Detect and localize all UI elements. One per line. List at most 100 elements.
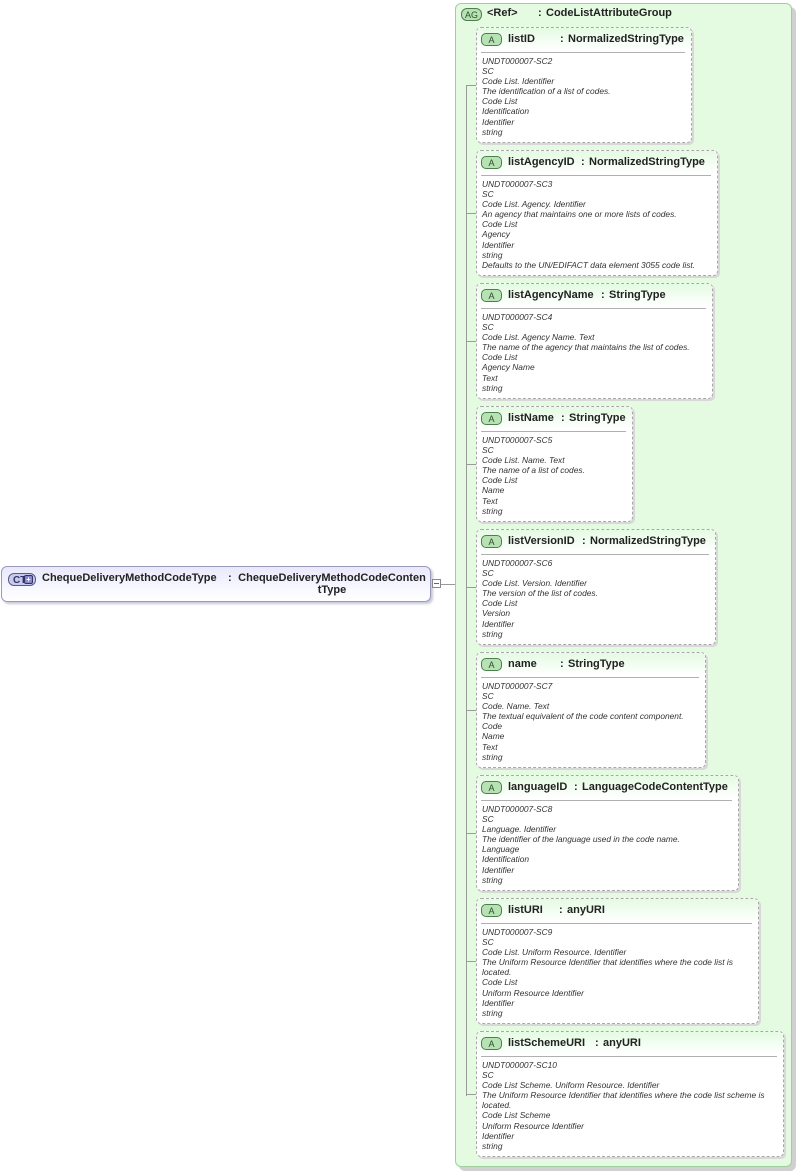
attribute-type: NormalizedStringType xyxy=(590,535,706,547)
annotation-line: Code List. Name. Text xyxy=(482,455,565,466)
attribute-listName[interactable]: A listName : StringType UNDT000007-SC5 S… xyxy=(476,406,633,522)
annotation-line: Defaults to the UN/EDIFACT data element … xyxy=(482,259,696,270)
attribute-type: anyURI xyxy=(603,1037,641,1049)
attribute-header: A languageID : LanguageCodeContentType xyxy=(477,776,738,798)
attribute-listID[interactable]: A listID : NormalizedStringType UNDT0000… xyxy=(476,27,692,143)
complex-type-badge-label: CT xyxy=(13,575,27,586)
attribute-colon: : xyxy=(582,535,586,547)
attribute-group-badge: AG xyxy=(461,8,482,21)
annotation-line: Uniform Resource Identifier xyxy=(482,987,584,998)
annotation-line: The version of the list of codes. xyxy=(482,588,598,599)
annotation-line: Code List xyxy=(482,598,518,609)
annotation-line: Code List xyxy=(482,96,518,107)
annotation-line: Code List xyxy=(482,219,518,230)
annotation-line: SC xyxy=(482,445,494,456)
annotation-line: UNDT000007-SC4 xyxy=(482,312,553,322)
attribute-divider xyxy=(481,431,626,432)
attribute-colon: : xyxy=(560,658,564,670)
attribute-group-ref: <Ref> xyxy=(487,7,518,19)
attribute-type: StringType xyxy=(568,658,625,670)
attribute-name[interactable]: A name : StringType UNDT000007-SC7 SC Co… xyxy=(476,652,706,768)
annotation-line: SC xyxy=(482,322,494,333)
annotation-line: UNDT000007-SC7 xyxy=(482,681,553,691)
attribute-listSchemeURI[interactable]: A listSchemeURI : anyURI UNDT000007-SC10… xyxy=(476,1031,784,1157)
annotation-line: Identifier xyxy=(482,997,515,1008)
attribute-type: NormalizedStringType xyxy=(568,33,684,45)
attribute-badge: A xyxy=(481,33,502,46)
complex-type-badge: CT + xyxy=(8,573,36,586)
annotation-line: SC xyxy=(482,568,494,579)
annotation-line: Text xyxy=(482,495,498,506)
attribute-listAgencyID[interactable]: A listAgencyID : NormalizedStringType UN… xyxy=(476,150,718,276)
annotation-line: string xyxy=(482,505,503,516)
annotation-line: Code List xyxy=(482,475,518,486)
annotation-line: string xyxy=(482,751,503,762)
attribute-annotation: UNDT000007-SC10 SC Code List Scheme. Uni… xyxy=(477,1057,783,1151)
attribute-colon: : xyxy=(561,412,565,424)
attribute-divider xyxy=(481,923,752,924)
annotation-line: UNDT000007-SC5 xyxy=(482,435,553,445)
collapse-toggle-icon[interactable] xyxy=(432,579,441,588)
annotation-line: Identification xyxy=(482,106,530,117)
connector-line xyxy=(466,341,476,342)
annotation-line: Identifier xyxy=(482,1130,515,1141)
annotation-line: Code List. Identifier xyxy=(482,76,555,87)
attribute-header: A listID : NormalizedStringType xyxy=(477,28,691,50)
attribute-annotation: UNDT000007-SC8 SC Language. Identifier T… xyxy=(477,801,738,885)
annotation-line: SC xyxy=(482,814,494,825)
attribute-divider xyxy=(481,52,685,53)
annotation-line: Identifier xyxy=(482,116,515,127)
annotation-line: Text xyxy=(482,741,498,752)
annotation-line: UNDT000007-SC8 xyxy=(482,804,553,814)
attribute-type: StringType xyxy=(609,289,666,301)
annotation-line: string xyxy=(482,249,503,260)
annotation-line: Code List Scheme. Uniform Resource. Iden… xyxy=(482,1080,660,1091)
connector-line xyxy=(466,710,476,711)
attribute-badge: A xyxy=(481,535,502,548)
annotation-line: SC xyxy=(482,937,494,948)
attribute-annotation: UNDT000007-SC6 SC Code List. Version. Id… xyxy=(477,555,715,639)
attribute-name: listAgencyID xyxy=(508,156,575,168)
attribute-divider xyxy=(481,554,709,555)
annotation-line: Identifier xyxy=(482,618,515,629)
annotation-line: Code List xyxy=(482,977,518,988)
attribute-languageID[interactable]: A languageID : LanguageCodeContentType U… xyxy=(476,775,739,891)
attribute-type: StringType xyxy=(569,412,626,424)
connector-line xyxy=(466,833,476,834)
complex-type-base-type: ChequeDeliveryMethodCodeContentType xyxy=(238,572,426,596)
annotation-line: UNDT000007-SC6 xyxy=(482,558,553,568)
attribute-listVersionID[interactable]: A listVersionID : NormalizedStringType U… xyxy=(476,529,716,645)
attribute-name: listSchemeURI xyxy=(508,1037,586,1049)
attribute-badge: A xyxy=(481,904,502,917)
annotation-line: The name of the agency that maintains th… xyxy=(482,342,690,353)
complex-type-name: ChequeDeliveryMethodCodeType xyxy=(42,572,217,584)
connector-line xyxy=(466,1094,476,1095)
attribute-divider xyxy=(481,175,711,176)
attribute-badge: A xyxy=(481,289,502,302)
attribute-header: A listSchemeURI : anyURI xyxy=(477,1032,783,1054)
annotation-line: Code List. Version. Identifier xyxy=(482,578,587,589)
attribute-group-type: CodeListAttributeGroup xyxy=(546,7,672,19)
annotation-line: Identifier xyxy=(482,239,515,250)
complex-type-node[interactable]: CT + ChequeDeliveryMethodCodeType : Cheq… xyxy=(1,566,431,602)
annotation-line: Name xyxy=(482,731,505,742)
annotation-line: The identifier of the language used in t… xyxy=(482,834,680,845)
annotation-line: SC xyxy=(482,691,494,702)
connector-line xyxy=(466,213,476,214)
attribute-colon: : xyxy=(560,33,564,45)
attribute-annotation: UNDT000007-SC7 SC Code. Name. Text The t… xyxy=(477,678,705,762)
annotation-line: Code List xyxy=(482,352,518,363)
connector-line xyxy=(466,85,476,86)
annotation-line: UNDT000007-SC3 xyxy=(482,179,553,189)
attribute-colon: : xyxy=(559,904,563,916)
attribute-listAgencyName[interactable]: A listAgencyName : StringType UNDT000007… xyxy=(476,283,713,399)
annotation-line: UNDT000007-SC2 xyxy=(482,56,553,66)
annotation-line: Agency xyxy=(482,229,510,240)
attribute-type: anyURI xyxy=(567,904,605,916)
attribute-listURI[interactable]: A listURI : anyURI UNDT000007-SC9 SC Cod… xyxy=(476,898,759,1024)
attribute-type: NormalizedStringType xyxy=(589,156,705,168)
attribute-annotation: UNDT000007-SC3 SC Code List. Agency. Ide… xyxy=(477,176,717,270)
annotation-line: string xyxy=(482,1140,503,1151)
attribute-divider xyxy=(481,308,706,309)
annotation-line: Code List. Uniform Resource. Identifier xyxy=(482,947,627,958)
